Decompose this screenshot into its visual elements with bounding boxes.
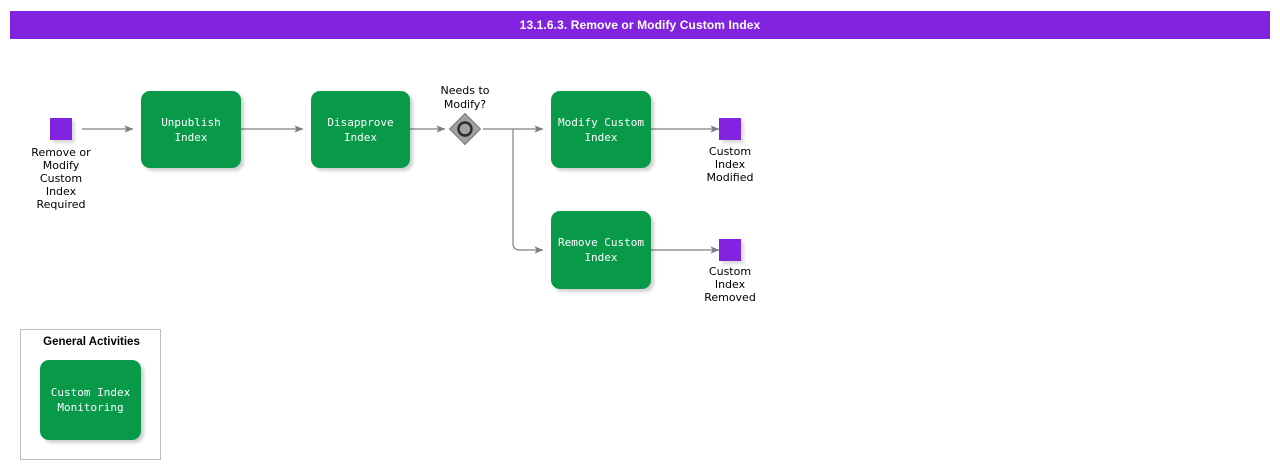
edge-gateway-to-remove xyxy=(512,129,544,254)
gateway-needs-to-modify[interactable] xyxy=(448,112,482,146)
start-event-label: Remove or Modify Custom Index Required xyxy=(31,146,91,211)
task-custom-index-monitoring[interactable]: Custom Index Monitoring xyxy=(40,360,141,440)
gateway-needs-to-modify-label: Needs to Modify? xyxy=(440,84,490,111)
task-disapprove-index[interactable]: Disapprove Index xyxy=(311,91,410,168)
group-general-activities-title: General Activities xyxy=(43,336,140,348)
task-modify-custom-index[interactable]: Modify Custom Index xyxy=(551,91,651,168)
start-event-marker xyxy=(50,118,72,140)
task-custom-index-monitoring-label: Custom Index Monitoring xyxy=(50,386,131,414)
task-disapprove-index-label: Disapprove Index xyxy=(327,115,394,144)
end-event-custom-index-modified-label: Custom Index Modified xyxy=(706,145,754,184)
task-unpublish-index[interactable]: Unpublish Index xyxy=(141,91,241,168)
task-unpublish-index-label: Unpublish Index xyxy=(161,115,221,144)
end-event-custom-index-removed-label: Custom Index Removed xyxy=(704,265,756,304)
task-remove-custom-index-label: Remove Custom Index xyxy=(557,236,645,264)
start-event[interactable] xyxy=(50,118,72,140)
end-event-custom-index-modified[interactable] xyxy=(719,118,741,140)
task-modify-custom-index-label: Modify Custom Index xyxy=(557,115,645,144)
page-title: 13.1.6.3. Remove or Modify Custom Index xyxy=(519,18,761,32)
group-general-activities: General Activities Custom Index Monitori… xyxy=(20,329,161,460)
end-event-custom-index-removed[interactable] xyxy=(719,239,741,261)
task-remove-custom-index[interactable]: Remove Custom Index xyxy=(551,211,651,289)
end-event-modified-marker xyxy=(719,118,741,140)
page-header-bar: 13.1.6.3. Remove or Modify Custom Index xyxy=(10,11,1270,39)
event-based-gateway-icon xyxy=(448,112,482,146)
end-event-removed-marker xyxy=(719,239,741,261)
